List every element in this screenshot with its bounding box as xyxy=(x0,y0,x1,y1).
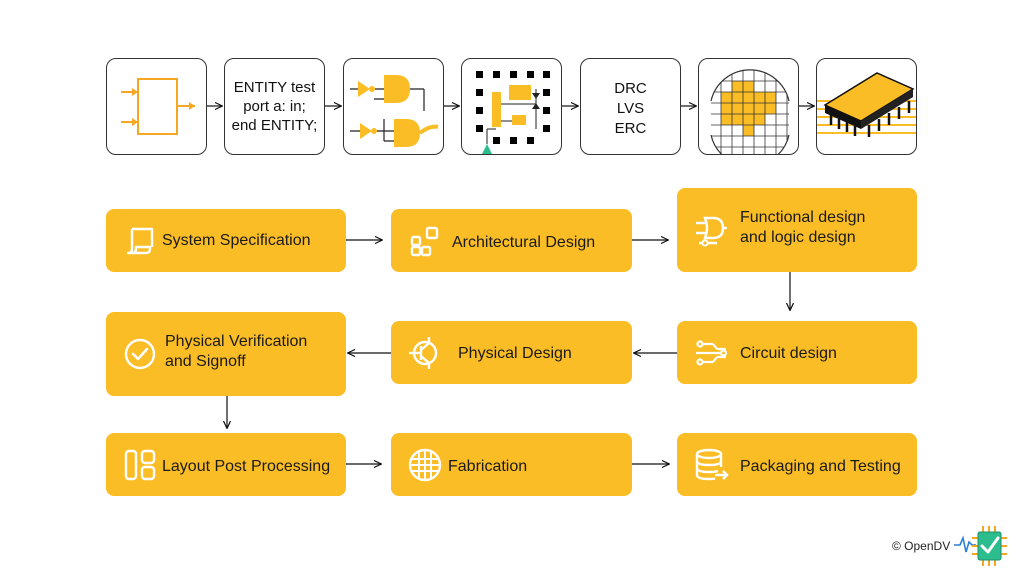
placement-layout-icon xyxy=(476,71,550,154)
tile-logic-gates xyxy=(343,58,444,155)
tile-chip-package xyxy=(816,58,917,155)
step-fabrication: Fabrication xyxy=(391,433,632,496)
step-layout-post-processing: Layout Post Processing xyxy=(106,433,346,496)
step-label: Circuit design xyxy=(740,345,837,362)
step-packaging-testing: Packaging and Testing xyxy=(677,433,917,496)
logic-gates-icon xyxy=(350,75,439,147)
step-architectural-design: Architectural Design xyxy=(391,209,632,272)
step-circuit-design: Circuit design xyxy=(677,321,917,384)
check-circle-icon xyxy=(124,338,156,370)
circuit-icon xyxy=(696,339,728,366)
step-label: Fabrication xyxy=(448,458,528,475)
vhdl-code-text: ENTITY test port a: in; end ENTITY; xyxy=(231,79,318,134)
tile-verification-checks: DRC LVS ERC xyxy=(580,58,681,155)
opendv-chip-check-icon xyxy=(954,526,1007,566)
step-functional-logic-design: Functional design and logic design xyxy=(677,188,917,272)
tile-wafer xyxy=(698,58,799,155)
verification-checks-text: DRC LVS ERC xyxy=(614,80,647,137)
tile-vhdl-code: ENTITY test port a: in; end ENTITY; xyxy=(224,58,325,155)
logic-gate-icon xyxy=(696,216,727,247)
tile-block-schematic xyxy=(106,58,207,155)
step-system-specification: System Specification xyxy=(106,209,346,272)
step-label: Architectural Design xyxy=(452,234,596,251)
step-label: Physical Design xyxy=(458,345,572,362)
step-label: Layout Post Processing xyxy=(162,458,331,475)
step-physical-verification-signoff: Physical Verification and Signoff xyxy=(106,312,346,396)
step-label: Functional design and logic design xyxy=(740,209,866,246)
scroll-icon xyxy=(126,227,154,254)
step-label: Physical Verification and Signoff xyxy=(165,333,308,370)
step-label: System Specification xyxy=(162,232,311,249)
transistor-icon xyxy=(409,336,438,369)
layout-icon xyxy=(124,449,156,480)
tile-placement-layout xyxy=(461,58,562,155)
database-icon xyxy=(695,448,729,480)
wafer-icon xyxy=(710,69,790,154)
block-schematic-icon xyxy=(121,78,195,135)
step-label: Packaging and Testing xyxy=(740,458,901,475)
copyright-text: © OpenDV xyxy=(892,539,951,553)
blocks-icon xyxy=(410,226,439,256)
chip-package-icon xyxy=(817,72,916,137)
wafer-grid-icon xyxy=(408,448,442,481)
step-physical-design: Physical Design xyxy=(391,321,632,384)
